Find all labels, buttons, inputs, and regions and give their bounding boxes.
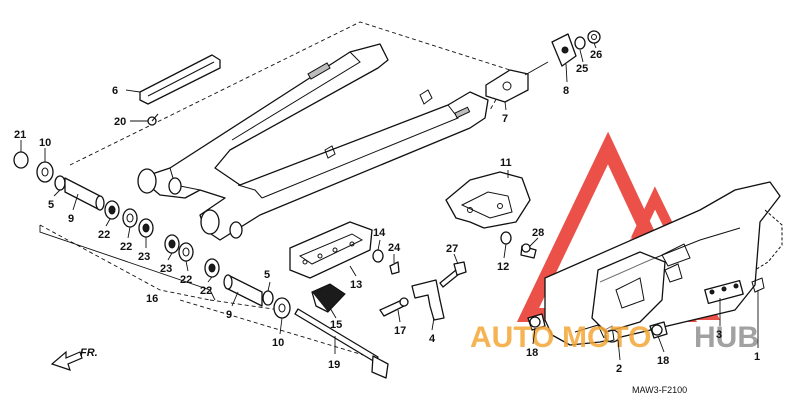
washer-25 — [574, 36, 586, 50]
nut-26 — [587, 30, 601, 44]
bush-5-lower — [262, 290, 274, 306]
nut-21 — [13, 151, 29, 169]
label-25: 25 — [576, 63, 588, 75]
bush-5-upper — [54, 175, 66, 191]
label-3: 3 — [716, 329, 722, 341]
label-23-b: 23 — [160, 263, 172, 275]
label-22-b: 22 — [120, 241, 132, 253]
bearings — [104, 200, 220, 278]
bolt-18-left — [527, 313, 546, 331]
bolt-18-right — [649, 321, 668, 339]
label-6: 6 — [112, 85, 118, 97]
label-1: 1 — [754, 351, 760, 363]
rubber-block-15 — [311, 283, 346, 313]
label-5-upper: 5 — [48, 199, 54, 211]
front-direction-indicator: FR. — [50, 347, 98, 371]
label-10-upper: 10 — [39, 137, 51, 149]
washer-10-lower — [273, 297, 291, 319]
label-23-a: 23 — [138, 251, 150, 263]
washer-12 — [500, 231, 512, 245]
bolt-28 — [520, 243, 537, 259]
chain-case-1 — [544, 181, 781, 346]
bolt-20 — [147, 113, 159, 126]
label-9-lower: 9 — [226, 309, 232, 321]
chain-slider — [289, 221, 400, 279]
washer-14 — [372, 249, 384, 263]
washer-10-upper — [36, 161, 54, 183]
label-10-lower: 10 — [272, 337, 284, 349]
chain-adjuster — [485, 33, 577, 103]
label-20: 20 — [114, 116, 126, 128]
bracket-4 — [411, 279, 445, 321]
pivot-boss-upper — [137, 168, 157, 194]
watermark-word-2: MOTO — [562, 321, 651, 354]
label-19: 19 — [328, 359, 340, 371]
pivot-parts-upper — [13, 151, 105, 211]
pivot-parts-lower — [223, 274, 291, 319]
watermark-word-1: AUTO — [470, 321, 554, 354]
label-7: 7 — [502, 113, 508, 125]
label-14: 14 — [373, 227, 386, 239]
direction-label: FR. — [80, 347, 98, 359]
swingarm-slot-upper — [307, 62, 331, 80]
label-2: 2 — [616, 363, 622, 375]
chain-guide-11 — [445, 171, 531, 229]
diagram-code: MAW3-F2100 — [632, 385, 687, 395]
label-24: 24 — [388, 242, 401, 254]
label-22-c: 22 — [180, 274, 192, 286]
collar-9-lower — [227, 274, 263, 307]
label-13: 13 — [350, 279, 362, 291]
bolt-27 — [439, 261, 467, 288]
leader-lines — [20, 42, 759, 361]
label-16: 16 — [146, 293, 158, 305]
label-11: 11 — [500, 157, 512, 169]
label-8: 8 — [563, 85, 569, 97]
watermark-text: AUTO MOTO HUB — [470, 321, 759, 354]
chain-guard-strip — [139, 54, 221, 105]
label-12: 12 — [497, 261, 509, 273]
label-28: 28 — [532, 227, 544, 239]
label-9-upper: 9 — [68, 213, 74, 225]
collar-9-upper — [64, 177, 101, 211]
watermark-word-3: HUB — [694, 321, 759, 354]
pin-24 — [389, 261, 400, 275]
label-21: 21 — [14, 129, 26, 141]
pivot-bolt-19 — [294, 308, 389, 379]
drive-chain — [704, 209, 783, 305]
label-27: 27 — [446, 243, 458, 255]
label-26: 26 — [590, 49, 602, 61]
swingarm-slot-lower — [454, 106, 471, 119]
chain-case-plate-2 — [591, 243, 691, 333]
label-22-d: 22 — [200, 285, 212, 297]
bolt-17 — [379, 297, 409, 317]
label-15: 15 — [330, 319, 342, 331]
label-18-right: 18 — [657, 355, 669, 367]
pivot-boss-lower — [200, 209, 220, 235]
arrow-left-icon — [50, 350, 83, 371]
label-22-a: 22 — [98, 229, 110, 241]
label-17: 17 — [394, 325, 406, 337]
swingarm — [137, 43, 489, 241]
label-5-lower: 5 — [264, 269, 270, 281]
part-labels: 6 20 21 10 5 9 22 22 23 23 22 22 16 9 5 … — [14, 49, 760, 375]
label-4: 4 — [429, 333, 436, 345]
label-18-left: 18 — [526, 347, 538, 359]
